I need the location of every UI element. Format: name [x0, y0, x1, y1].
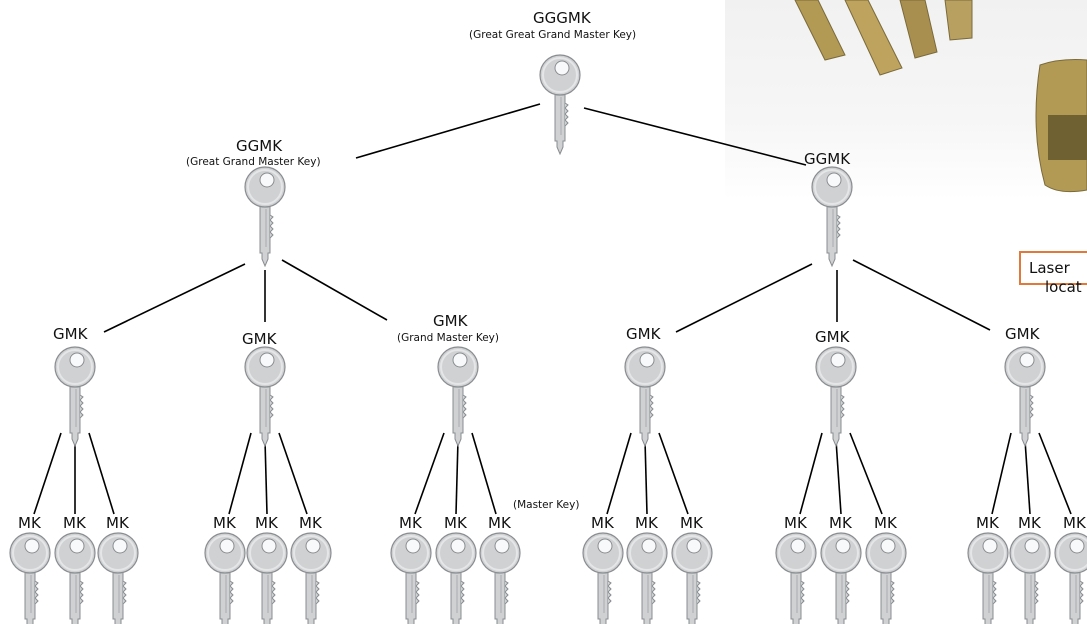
connector-line: [278, 432, 308, 515]
mk-label: MK: [1063, 514, 1086, 532]
keys-layer: [9, 54, 1087, 624]
key-icon: [815, 346, 857, 447]
gmk-sublabel: (Grand Master Key): [397, 332, 499, 344]
mk-label: MK: [591, 514, 614, 532]
key-icon: [435, 532, 477, 624]
mk-label: MK: [213, 514, 236, 532]
key-icon: [1009, 532, 1051, 624]
gggmk-sublabel: (Great Great Grand Master Key): [469, 29, 637, 41]
key-icon: [1054, 532, 1087, 624]
connector-line: [1024, 439, 1031, 515]
gmk-label: GMK: [53, 325, 88, 343]
key-icon: [246, 532, 288, 624]
brass-keys-photo: [794, 0, 1087, 193]
gmk-label: GMK: [815, 328, 850, 346]
key-icon: [624, 346, 666, 447]
connector-line: [264, 439, 268, 515]
gmk-label: GMK: [1005, 325, 1040, 343]
connector-line: [103, 263, 246, 333]
mk-label: MK: [255, 514, 278, 532]
gggmk-label: GGGMK: [533, 9, 591, 27]
mk-label: MK: [1018, 514, 1041, 532]
key-icon: [97, 532, 139, 624]
connector-line: [675, 263, 813, 333]
mk-label: MK: [488, 514, 511, 532]
connector-line: [355, 103, 541, 159]
key-icon: [244, 346, 286, 447]
connector-line: [471, 432, 497, 515]
ggmk-right-label: GGMK: [804, 150, 851, 168]
connector-line: [835, 439, 842, 515]
mk-sublabel: (Master Key): [513, 499, 580, 511]
connector-line: [1038, 432, 1072, 515]
mk-label: MK: [829, 514, 852, 532]
ggmk-left-sublabel: (Great Grand Master Key): [186, 156, 321, 168]
mk-label: MK: [18, 514, 41, 532]
key-icon: [290, 532, 332, 624]
connector-line: [849, 432, 883, 515]
mk-label: MK: [299, 514, 322, 532]
gmk-label: GMK: [242, 330, 277, 348]
key-icon: [811, 166, 853, 267]
connector-line: [455, 439, 459, 515]
gmk-label: GMK: [626, 325, 661, 343]
key-photo-area: [725, 0, 1087, 200]
mk-label: MK: [874, 514, 897, 532]
connector-line: [852, 259, 991, 331]
mk-label: MK: [784, 514, 807, 532]
tree-lines: [33, 103, 1072, 515]
gmk-label: GMK: [433, 312, 468, 330]
laser-callout-line2: locat: [1045, 277, 1082, 296]
connector-line: [88, 432, 115, 515]
key-icon: [479, 532, 521, 624]
key-icon: [1004, 346, 1046, 447]
mk-label: MK: [63, 514, 86, 532]
mk-label: MK: [680, 514, 703, 532]
connector-line: [228, 432, 252, 515]
key-icon: [9, 532, 51, 624]
connector-line: [33, 432, 62, 515]
key-icon: [437, 346, 479, 447]
connector-line: [991, 432, 1012, 515]
key-icon: [582, 532, 624, 624]
key-icon: [626, 532, 668, 624]
key-icon: [820, 532, 862, 624]
key-icon: [775, 532, 817, 624]
key-icon: [865, 532, 907, 624]
mk-label: MK: [399, 514, 422, 532]
mk-label: MK: [635, 514, 658, 532]
laser-callout: Laser locat: [1019, 251, 1087, 296]
key-icon: [539, 54, 581, 155]
connector-line: [644, 439, 648, 515]
key-icon: [967, 532, 1009, 624]
mk-label: MK: [976, 514, 999, 532]
key-icon: [671, 532, 713, 624]
connector-line: [281, 259, 388, 321]
key-icon: [54, 346, 96, 447]
connector-line: [658, 432, 689, 515]
connector-line: [414, 432, 445, 515]
ggmk-left-label: GGMK: [236, 137, 283, 155]
key-icon: [244, 166, 286, 267]
key-icon: [204, 532, 246, 624]
laser-callout-line1: Laser: [1029, 259, 1070, 277]
mk-label: MK: [106, 514, 129, 532]
connector-line: [799, 432, 823, 515]
connector-line: [606, 432, 632, 515]
key-icon: [390, 532, 432, 624]
key-icon: [54, 532, 96, 624]
mk-label: MK: [444, 514, 467, 532]
connector-line: [583, 107, 807, 166]
